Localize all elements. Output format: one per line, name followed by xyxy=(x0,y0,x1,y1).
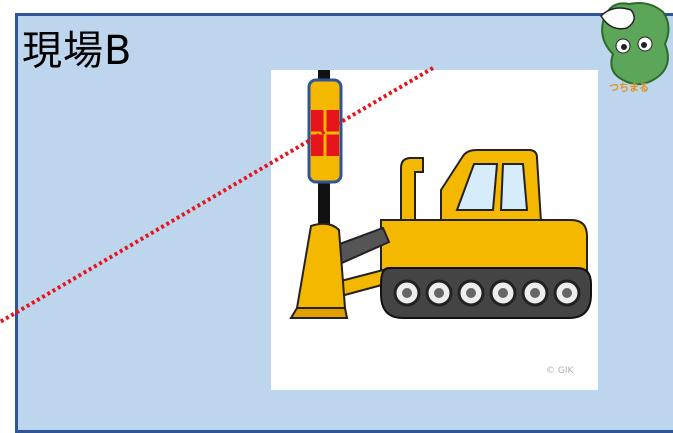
mascot-label: つちまる xyxy=(609,83,649,94)
gnss-receiver-icon xyxy=(307,78,343,184)
bulldozer-photo xyxy=(271,60,598,390)
mascot-icon xyxy=(600,2,670,86)
site-title: 現場B xyxy=(22,28,133,74)
copyright-mark: © GIK xyxy=(546,366,574,376)
laser-beam xyxy=(0,66,435,324)
bulldozer-icon xyxy=(289,60,592,319)
